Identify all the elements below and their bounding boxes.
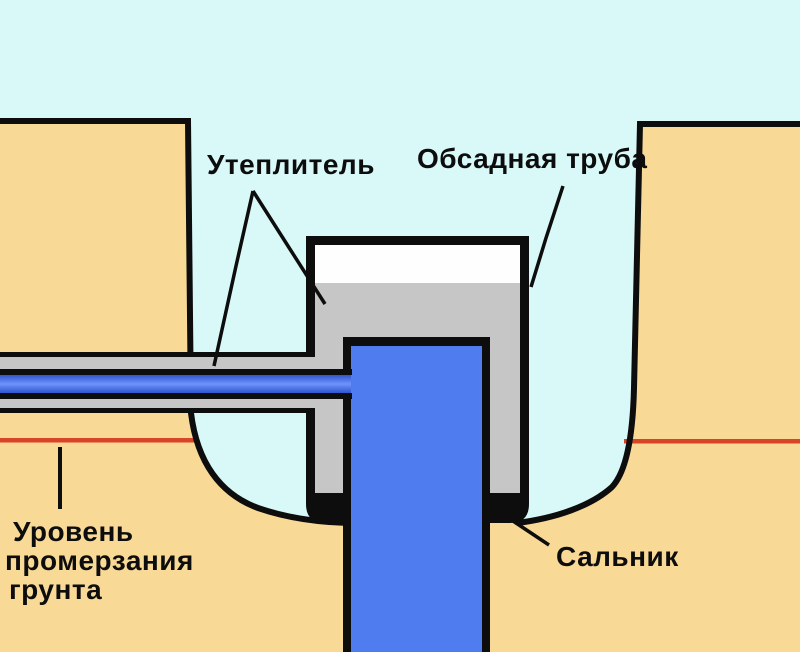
freeze-level-label-line1: Уровень	[13, 516, 134, 547]
insulation-pointer-right	[251, 190, 327, 305]
casing-top-gap	[315, 245, 520, 283]
supply-pipe-insulation-bottom	[0, 399, 315, 408]
well-pipe-water	[351, 346, 482, 652]
supply-pipe-water	[0, 375, 351, 393]
insulation-label: Утеплитель	[207, 149, 375, 180]
casing-pipe-label: Обсадная труба	[417, 143, 648, 174]
freeze-level-label: Уровень промерзания грунта	[5, 517, 194, 604]
freeze-level-line-right	[624, 439, 800, 444]
supply-pipe-top-wall	[0, 369, 352, 375]
gland-pointer	[512, 519, 550, 547]
supply-pipe-bottom-wall	[0, 393, 352, 399]
freeze-level-line-left	[0, 438, 197, 443]
casing-pointer	[529, 185, 565, 288]
ground-soil	[0, 120, 800, 652]
freeze-level-label-line2: промерзания	[5, 545, 194, 576]
pit-right-edge	[516, 121, 800, 526]
supply-pipe-insulation-top	[0, 357, 315, 369]
insulation-pointer-left	[212, 190, 255, 367]
supply-pipe-insulation-top-outline	[0, 352, 306, 357]
supply-pipe-insulation-bottom-outline	[0, 408, 306, 413]
gland-label: Сальник	[556, 541, 679, 572]
freeze-level-label-line3: грунта	[9, 574, 103, 605]
